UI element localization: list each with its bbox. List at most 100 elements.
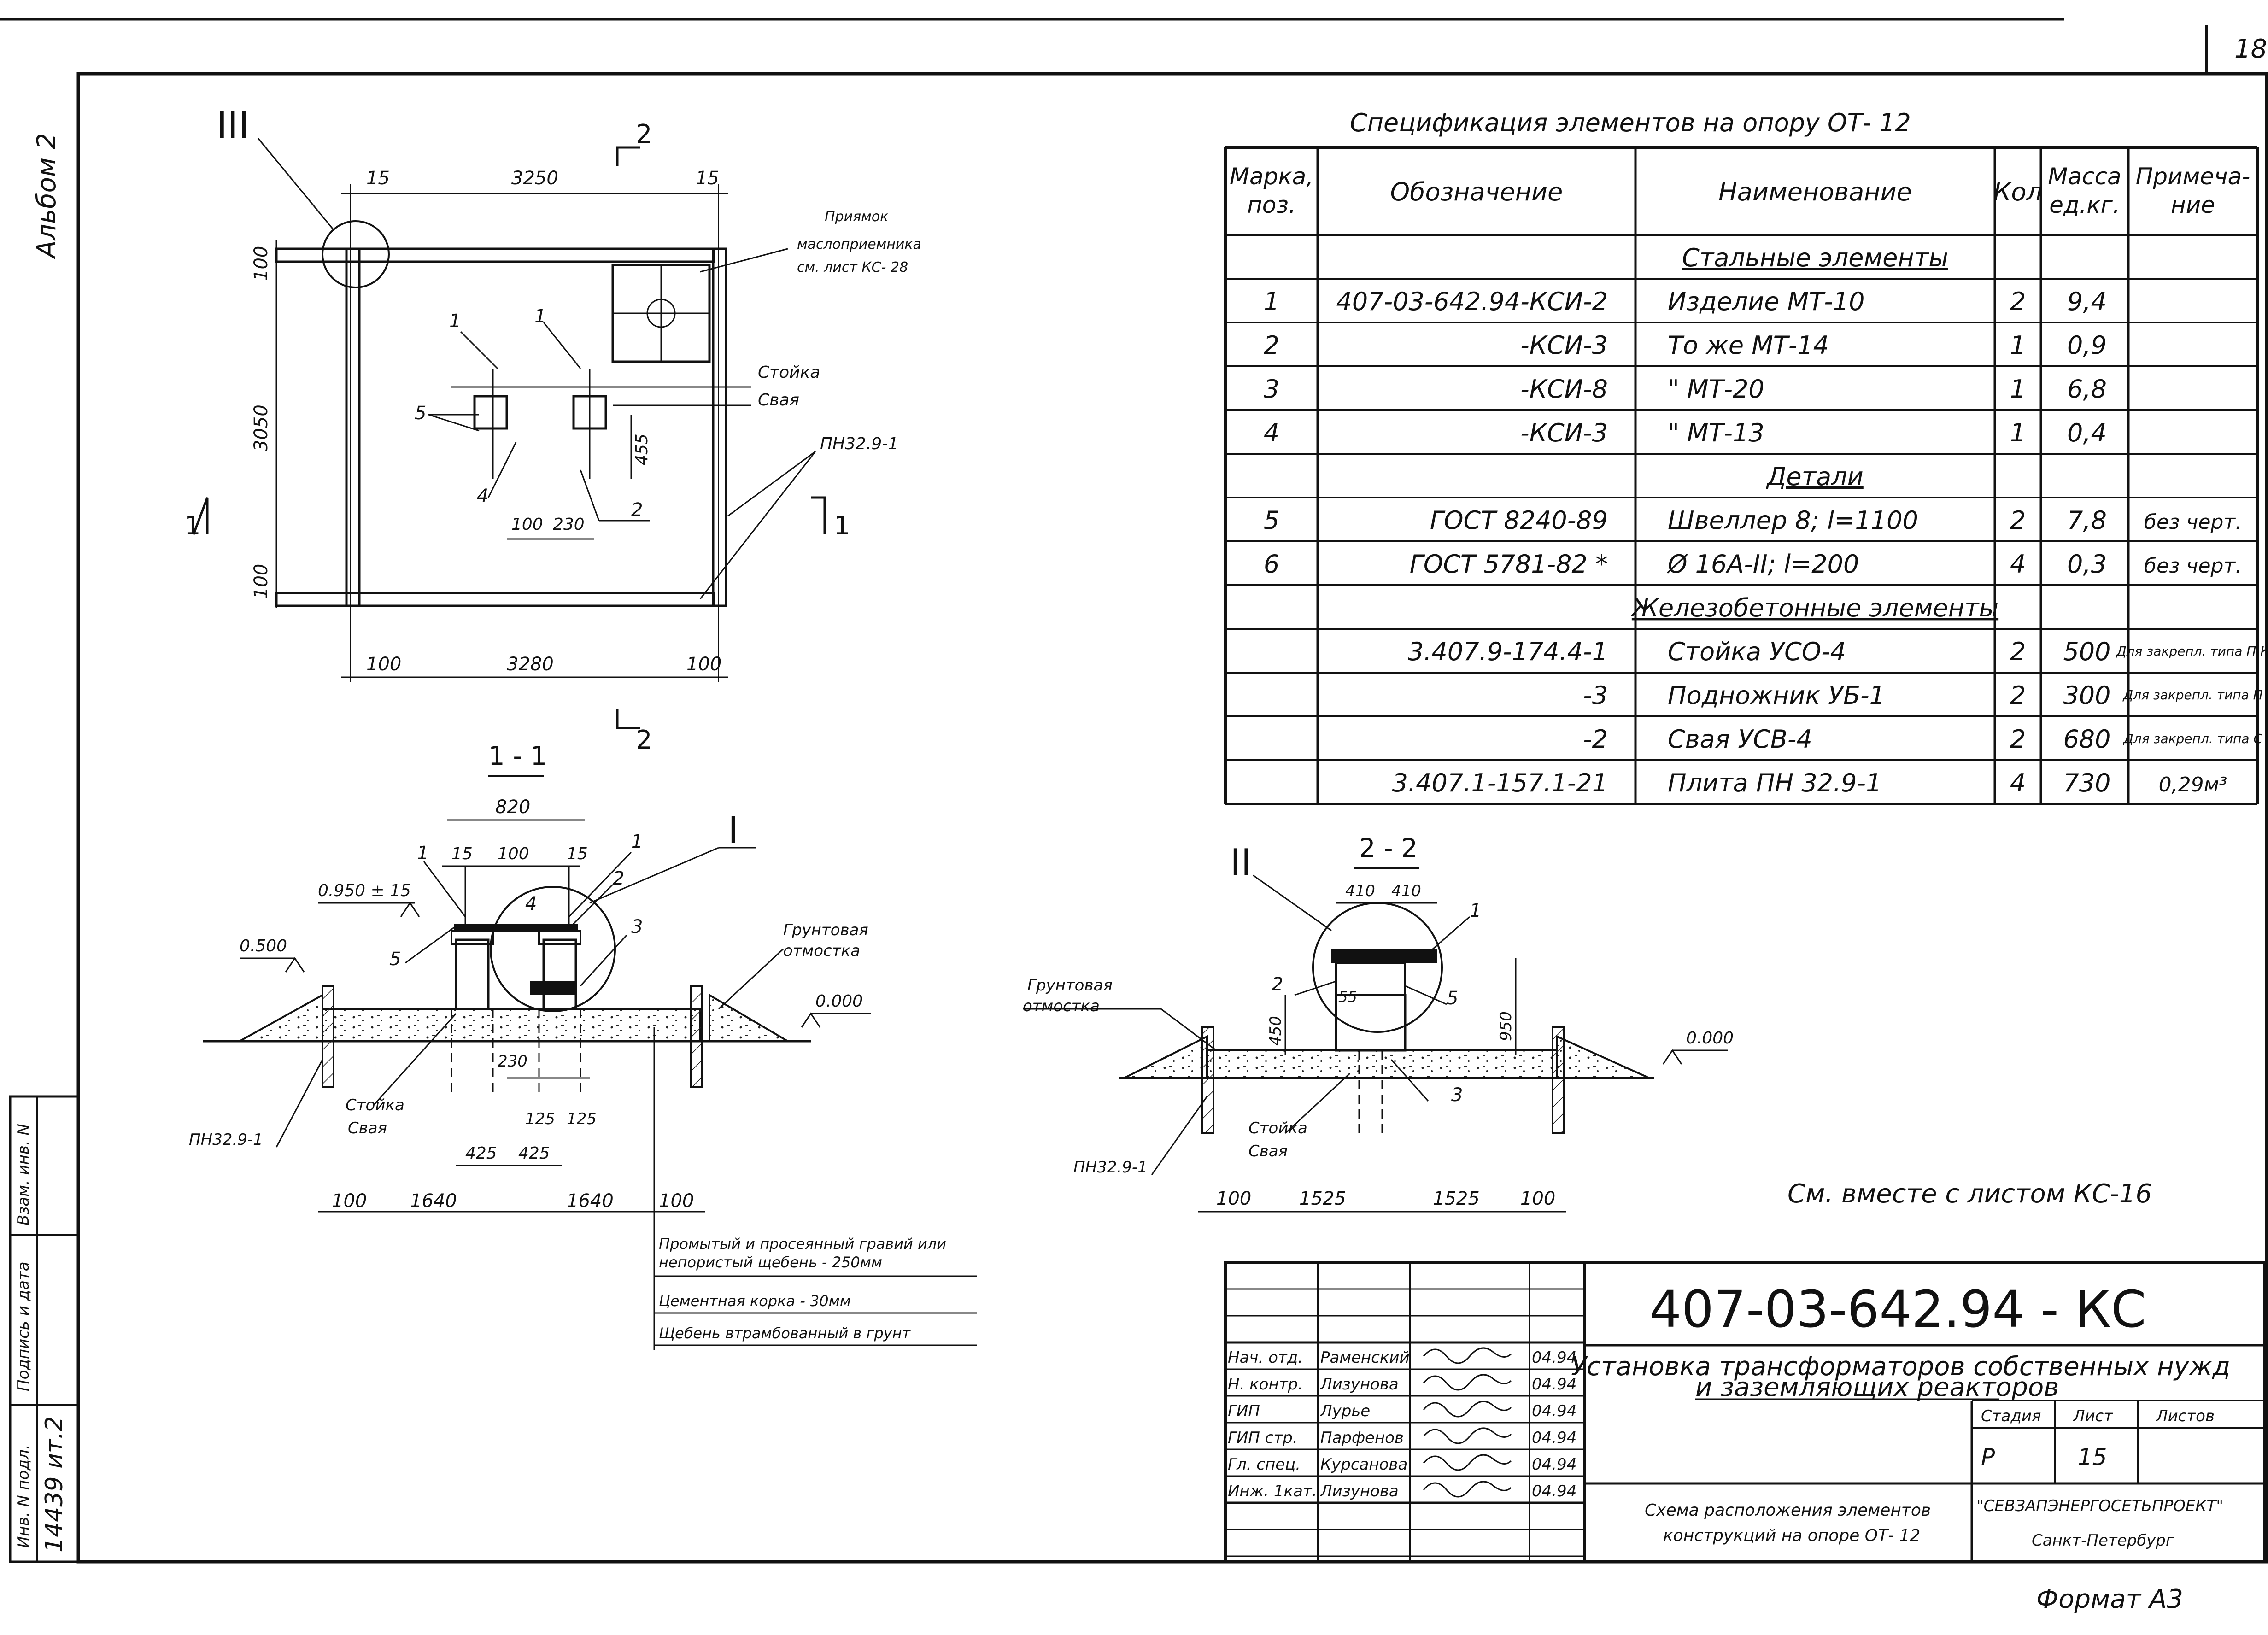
spec-cell-name: Свая УСВ-4	[1668, 725, 1812, 754]
spec-cell-mass: 6,8	[2067, 375, 2107, 404]
s11-mark-1b: 1	[631, 831, 643, 852]
spec-cell-designation: 3.407.1-157.1-21	[1392, 768, 1608, 797]
spec-section-heading: Детали	[1766, 462, 1864, 491]
spec-cell-name: Стойка УСО-4	[1668, 637, 1846, 666]
s22-dim-bot-1525a: 1525	[1299, 1188, 1346, 1209]
spec-cell-qty: 4	[2010, 550, 2026, 579]
drawing-frame	[76, 72, 2268, 1564]
spec-cell-mark: 4	[1264, 418, 1279, 447]
spec-head-note: Примеча-ние	[2136, 163, 2250, 218]
ground-slope-right-2-2	[1556, 1035, 1650, 1079]
see-also-note: См. вместе с листом КС-16	[1787, 1179, 2152, 1209]
s11-dim-bot-1640b: 1640	[567, 1190, 614, 1212]
signature	[1423, 1427, 1512, 1444]
ground-slope-right-1-1	[709, 993, 791, 1042]
stamp-date: 04.94	[1532, 1455, 1576, 1474]
view-mark-i: I	[728, 809, 739, 852]
spec-cell-name: " МТ-13	[1668, 418, 1764, 447]
plan-dim-bot-3280: 3280	[507, 654, 554, 675]
gravel-bed-1-1	[322, 1008, 701, 1042]
side-label-podpis: Подпись и дата	[14, 1261, 33, 1391]
side-label-vzam: Взам. инв. N	[14, 1124, 33, 1225]
section-mark-1-left: 1	[184, 511, 201, 541]
ground-note-1-1-2: отмостка	[783, 942, 860, 960]
priyamok-label: Приямок	[825, 209, 888, 225]
spec-cell-mass: 9,4	[2067, 287, 2107, 316]
spec-head-name: Наименование	[1718, 177, 1912, 206]
dim-820: 820	[495, 797, 530, 818]
spec-head-mark: Марка,поз.	[1230, 163, 1313, 218]
spec-cell-qty: 4	[2010, 768, 2026, 797]
spec-cell-name: Ø 16А-II; l=200	[1667, 550, 1859, 579]
plan-column-left	[473, 395, 508, 430]
spec-cell-name: " МТ-20	[1668, 375, 1764, 404]
view-mark-iii: III	[217, 104, 249, 147]
ground-note-2-2: Грунтовая	[1027, 976, 1113, 995]
s22-svaya: Свая	[1248, 1142, 1288, 1160]
spec-cell-qty: 2	[2010, 287, 2026, 316]
spec-cell-mark: 5	[1264, 506, 1279, 535]
spec-cell-qty: 1	[2010, 418, 2026, 447]
stamp-person: Лурье	[1319, 1402, 1370, 1420]
org-name: "СЕВЗАПЭНЕРГОСЕТЬПРОЕКТ"	[1976, 1497, 2223, 1515]
spec-cell-mark: 2	[1264, 331, 1279, 360]
spec-cell-designation: 3.407.9-174.4-1	[1408, 637, 1608, 666]
s22-dim-950: 950	[1497, 1011, 1515, 1041]
spec-cell-note: Для закрепл. типа П,К	[2116, 644, 2268, 659]
plate-right-1-1	[690, 985, 703, 1088]
spec-cell-name: Подножник УБ-1	[1668, 681, 1885, 710]
plate-right-2-2	[1552, 1026, 1565, 1134]
s11-dim-bot-100a: 100	[332, 1190, 367, 1212]
channel-beam-1-1	[454, 924, 578, 932]
spec-cell-name: Швеллер 8; l=1100	[1668, 506, 1918, 535]
spec-cell-mass: 500	[2063, 637, 2110, 666]
spec-cell-qty: 1	[2010, 331, 2026, 360]
signature	[1423, 1481, 1512, 1498]
page-number: 18	[2234, 34, 2267, 64]
dim-15b: 15	[567, 844, 588, 863]
drawing-name-1: Схема расположения элементов	[1645, 1501, 1931, 1520]
spec-cell-designation: -2	[1583, 725, 1608, 754]
side-label-inv: Инв. N подл.	[14, 1444, 33, 1548]
stamp-sheets-label: Листов	[2155, 1407, 2215, 1425]
plan-dim-top-15a: 15	[366, 168, 390, 189]
column-left-1-1	[455, 938, 490, 1010]
plan-mark-2: 2	[631, 499, 643, 521]
stamp-date: 04.94	[1532, 1429, 1576, 1447]
plate-bottom	[275, 592, 715, 607]
stamp-role: Инж. 1кат.	[1228, 1482, 1317, 1500]
spec-cell-name: Плита ПН 32.9-1	[1668, 768, 1881, 797]
signature	[1423, 1374, 1512, 1391]
section-1-1: 1 - 1 I 820 15 100 15	[189, 741, 977, 1350]
plan-dim-455: 455	[633, 434, 651, 465]
priyamok-label-3: см. лист КС- 28	[797, 259, 908, 275]
spec-cell-note: 0,29м³	[2159, 773, 2227, 797]
plan-dim-bot-100b: 100	[686, 654, 721, 675]
spec-cell-note: Для закрепл. типа С	[2122, 731, 2262, 746]
s11-stoyka: Стойка	[346, 1096, 404, 1114]
elev-0500: 0.500	[240, 937, 287, 955]
stamp-date: 04.94	[1532, 1402, 1576, 1420]
stamp-role: Нач. отд.	[1228, 1348, 1303, 1367]
plate-left-1-1	[322, 985, 334, 1088]
s22-dim-bot-1525b: 1525	[1433, 1188, 1480, 1209]
s11-dim-bot-1640a: 1640	[410, 1190, 457, 1212]
spec-cell-note: без черт.	[2144, 554, 2242, 578]
s11-dim-125a: 125	[525, 1110, 555, 1128]
side-stamp: Взам. инв. N Подпись и дата Инв. N подл.…	[9, 1095, 80, 1563]
section-1-1-title: 1 - 1	[488, 741, 547, 771]
org-city: Санкт-Петербург	[2032, 1531, 2174, 1550]
stamp-person: Лизунова	[1319, 1482, 1399, 1500]
spec-cell-designation: ГОСТ 8240-89	[1430, 506, 1608, 535]
plan-dim-100: 100	[511, 515, 543, 534]
plan-mark-1a: 1	[449, 311, 461, 332]
plate-right	[712, 247, 727, 607]
s22-dim-410b: 410	[1391, 882, 1421, 900]
project-title-2: и заземляющих реакторов	[1695, 1372, 2059, 1402]
detail-circle-iii	[322, 220, 390, 288]
s22-dim-bot-100a: 100	[1216, 1188, 1251, 1209]
spec-cell-qty: 2	[2010, 506, 2026, 535]
section-2-2-title: 2 - 2	[1359, 833, 1418, 863]
s11-mark-1a: 1	[417, 843, 428, 864]
